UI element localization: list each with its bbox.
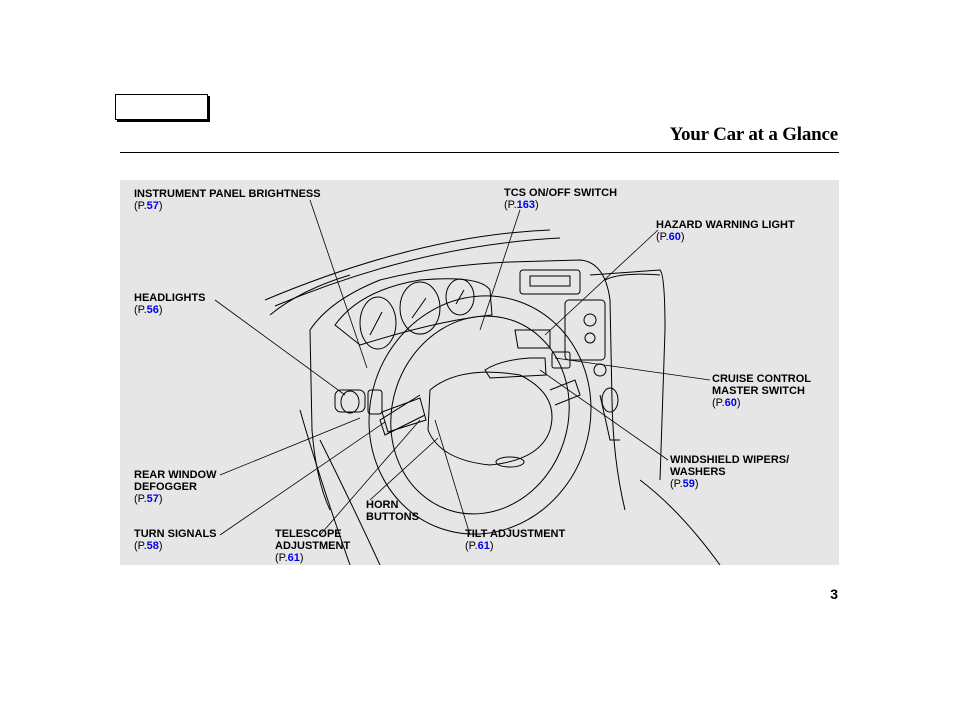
leader-instrument-brightness — [309, 199, 368, 369]
instrument-cluster — [334, 278, 493, 346]
page-link[interactable]: 58 — [146, 540, 159, 552]
page-link[interactable]: 60 — [668, 231, 681, 243]
callout-tilt-adjustment: TILT ADJUSTMENT (P.61) — [465, 528, 566, 552]
page-link[interactable]: 57 — [146, 493, 159, 505]
leader-horn — [369, 437, 439, 501]
callout-tcs-switch: TCS ON/OFF SWITCH (P.163) — [504, 187, 618, 211]
headlight-switch — [334, 389, 366, 413]
radio-display — [519, 269, 581, 295]
callout-hazard-warning-light: HAZARD WARNING LIGHT (P.60) — [656, 219, 795, 243]
title-rule — [120, 152, 839, 153]
callout-cruise-control: CRUISE CONTROL MASTER SWITCH (P.60) — [712, 373, 811, 409]
steering-wheel-hub — [427, 371, 553, 466]
leader-turn-signals — [219, 421, 386, 536]
leader-tcs-switch — [479, 209, 521, 331]
callout-headlights: HEADLIGHTS (P.56) — [134, 292, 206, 316]
wiper-stalk — [484, 357, 547, 379]
page-number: 3 — [830, 586, 838, 602]
section-tab-box — [115, 94, 208, 120]
dash-top-line — [264, 229, 551, 301]
steering-wheel-rim — [368, 295, 592, 535]
gear-shifter — [599, 394, 620, 441]
leader-tilt — [434, 419, 471, 536]
page-title: Your Car at a Glance — [669, 124, 839, 145]
dashboard-outline — [309, 259, 626, 511]
leader-headlights — [214, 299, 346, 396]
callout-windshield-wipers: WINDSHIELD WIPERS/ WASHERS (P.59) — [670, 454, 790, 490]
callout-turn-signals: TURN SIGNALS (P.58) — [134, 528, 217, 552]
page-link[interactable]: 163 — [516, 199, 535, 211]
leader-hazard — [544, 229, 659, 336]
page-link[interactable]: 56 — [146, 304, 159, 316]
leader-rear-defogger — [219, 417, 361, 476]
callout-rear-window-defogger: REAR WINDOW DEFOGGER (P.57) — [134, 469, 217, 505]
page-link[interactable]: 59 — [682, 478, 695, 490]
dashboard-illustration — [214, 199, 721, 565]
dashboard-illustration-panel: INSTRUMENT PANEL BRIGHTNESS (P.57) TCS O… — [120, 180, 839, 565]
center-console-controls — [564, 299, 606, 361]
page-link[interactable]: 57 — [146, 200, 159, 212]
turn-signal-stalk — [381, 397, 427, 433]
page-link[interactable]: 61 — [287, 552, 300, 564]
page-link[interactable]: 60 — [724, 397, 737, 409]
leader-telescope — [319, 419, 421, 536]
callout-telescope-adjustment: TELESCOPE ADJUSTMENT (P.61) — [275, 528, 351, 564]
page-link[interactable]: 61 — [477, 540, 490, 552]
leader-wipers — [539, 369, 669, 461]
callout-horn-buttons: HORN BUTTONS — [366, 499, 419, 523]
leader-cruise — [554, 357, 711, 381]
callout-instrument-panel-brightness: INSTRUMENT PANEL BRIGHTNESS (P.57) — [134, 188, 321, 212]
